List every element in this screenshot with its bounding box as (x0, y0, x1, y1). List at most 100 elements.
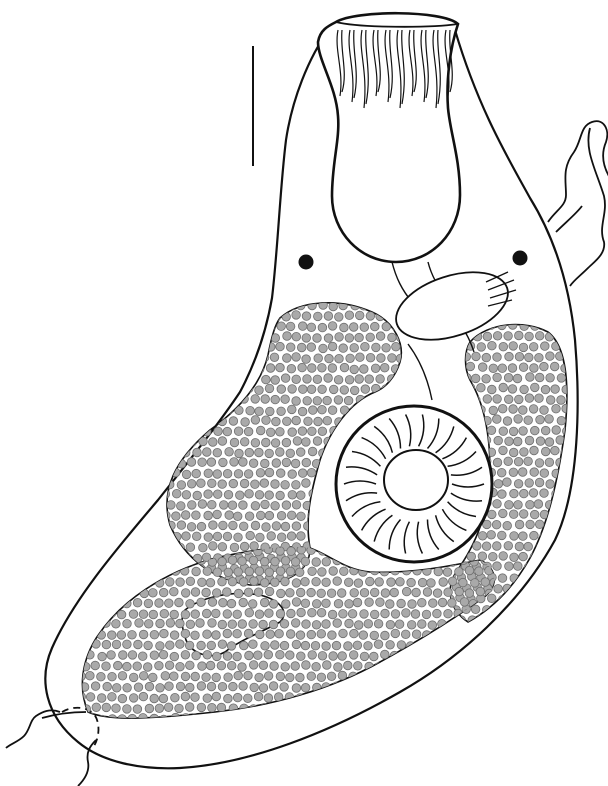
granule (276, 610, 285, 619)
granule (536, 437, 545, 446)
granule (309, 406, 318, 415)
granule (439, 578, 448, 587)
granule (371, 301, 380, 310)
granule (556, 583, 565, 592)
granule (266, 407, 275, 416)
granule (208, 598, 217, 607)
granule (96, 609, 105, 618)
granule (77, 608, 86, 617)
granule (193, 407, 202, 416)
granule (103, 535, 112, 544)
granule (343, 724, 352, 733)
granule (165, 599, 174, 608)
granule (286, 449, 295, 458)
granule (267, 532, 276, 541)
granule (287, 547, 296, 556)
granule (381, 609, 390, 618)
granule (308, 427, 317, 436)
granule (450, 620, 459, 629)
granule (546, 396, 555, 405)
granule (265, 714, 274, 723)
granule (202, 673, 211, 682)
granule (265, 568, 274, 577)
granule (325, 354, 334, 363)
granule (429, 599, 438, 608)
granule (328, 631, 337, 640)
granule (340, 692, 349, 701)
granule (203, 448, 212, 457)
granule (349, 323, 358, 332)
granule (438, 724, 447, 733)
granule (161, 300, 170, 309)
granule (166, 641, 175, 650)
granule (307, 672, 316, 681)
granule (197, 725, 206, 734)
granule (156, 396, 165, 405)
granule (203, 567, 212, 576)
granule (225, 448, 234, 457)
granule (292, 353, 301, 362)
granule (224, 344, 233, 353)
granule (324, 500, 333, 509)
granule (402, 609, 411, 618)
granule (266, 364, 275, 373)
granule (218, 396, 227, 405)
granule (219, 598, 228, 607)
granule (482, 542, 491, 551)
granule (181, 428, 190, 437)
granule (251, 395, 260, 404)
granule (292, 684, 301, 693)
granule (525, 625, 534, 634)
granule (219, 290, 228, 299)
granule (212, 609, 221, 618)
granule (277, 322, 286, 331)
granule (102, 640, 111, 649)
granule (213, 448, 222, 457)
granule (213, 470, 222, 479)
granule (264, 650, 273, 659)
granule (524, 416, 533, 425)
granule (340, 427, 349, 436)
granule (457, 406, 466, 415)
granule (550, 509, 559, 518)
granule (165, 355, 174, 364)
granule (451, 625, 460, 634)
granule (255, 673, 264, 682)
granule (277, 407, 286, 416)
granule (177, 437, 186, 446)
granule (214, 386, 223, 395)
granule (354, 683, 363, 692)
granule (387, 292, 396, 301)
granule (91, 661, 100, 670)
granule (292, 311, 301, 320)
granule (281, 577, 290, 586)
granule (332, 641, 341, 650)
granule (192, 511, 201, 520)
granule (76, 630, 85, 639)
granule (493, 562, 502, 571)
granule (203, 630, 212, 639)
granule (161, 672, 170, 681)
granule (233, 610, 242, 619)
granule (209, 542, 218, 551)
granule (208, 312, 217, 321)
granule (272, 313, 281, 322)
granule (329, 385, 338, 394)
granule (182, 344, 191, 353)
granule (328, 546, 337, 555)
granule (552, 321, 561, 330)
granule (350, 406, 359, 415)
granule (323, 416, 332, 425)
granule (356, 290, 365, 299)
granule (433, 631, 442, 640)
granule (526, 373, 535, 382)
granule (240, 542, 249, 551)
granule (360, 694, 369, 703)
granule (493, 332, 502, 341)
granule (459, 661, 468, 670)
granule (386, 620, 395, 629)
granule (198, 418, 207, 427)
granule (508, 364, 517, 373)
granule (155, 375, 164, 384)
granule (145, 537, 154, 546)
